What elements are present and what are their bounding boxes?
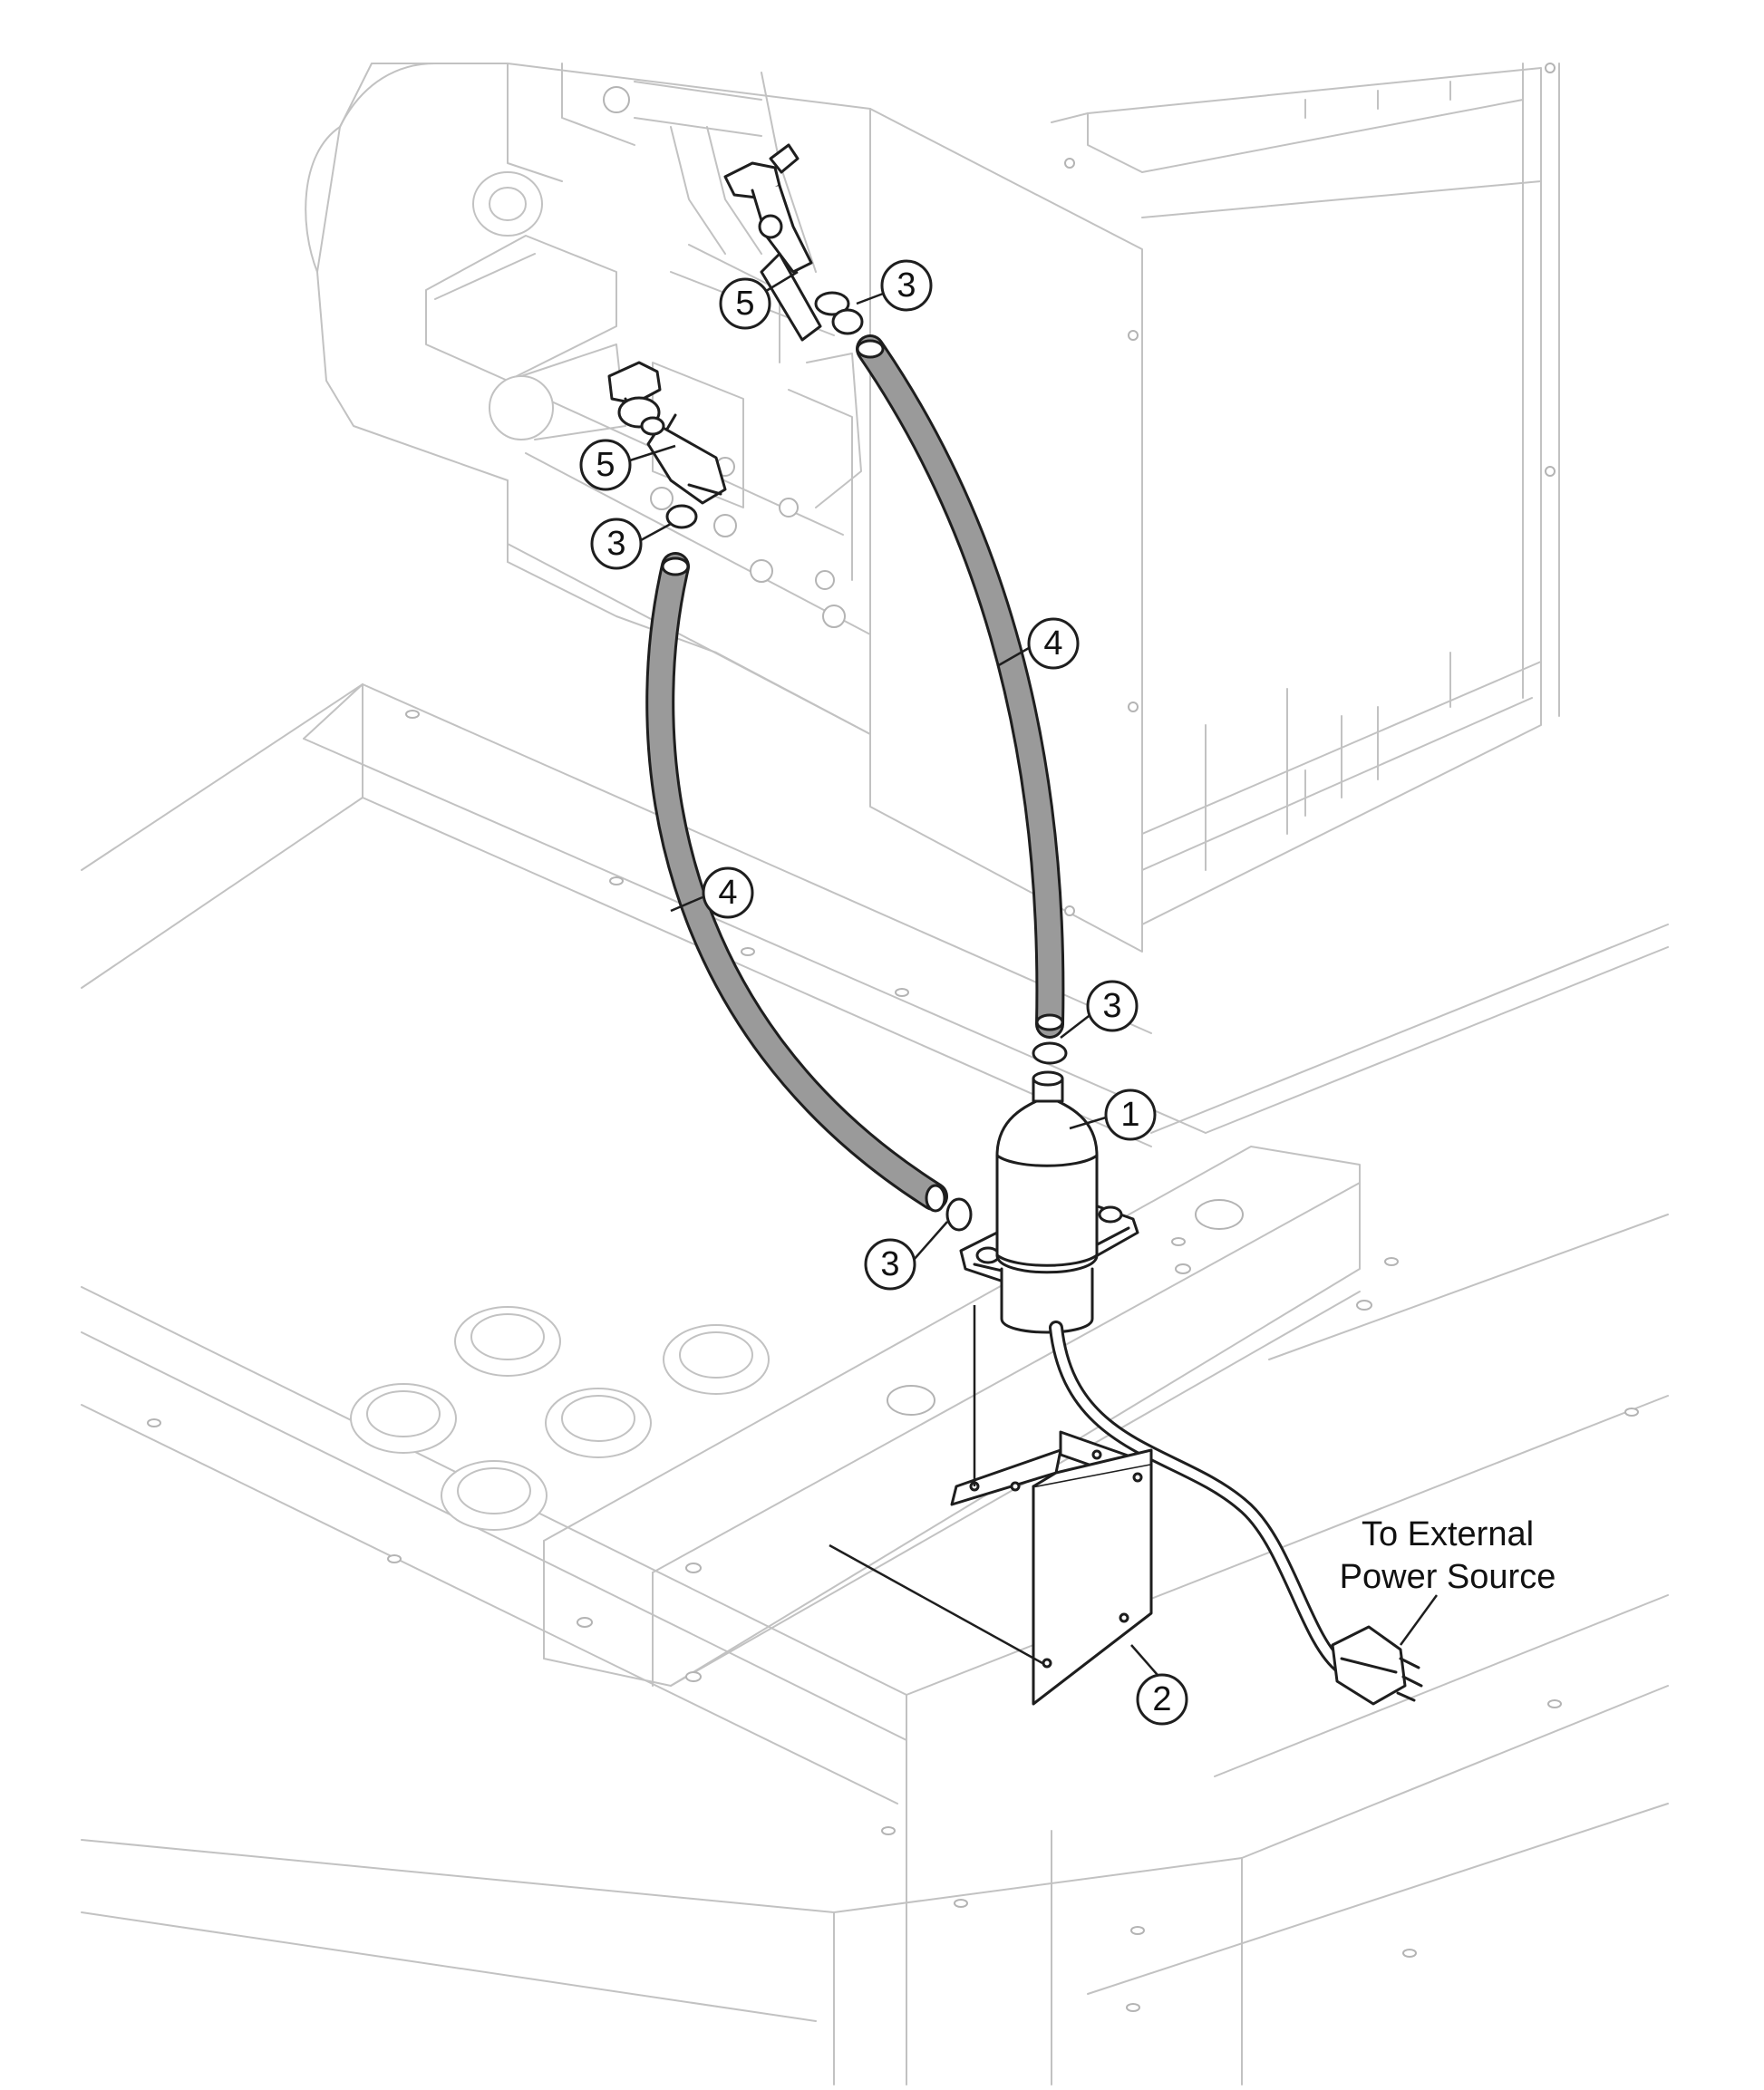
callout-5-lower-label: 5 (596, 446, 615, 484)
callout-2-bracket (1136, 1673, 1188, 1726)
hose-clamp-upper-valve (831, 308, 864, 335)
coolant-hoses (645, 334, 1065, 1213)
radiator-enclosure (869, 63, 1560, 953)
drain-valve-upper (723, 143, 850, 342)
hose-clamps (665, 308, 1068, 1232)
hose-clamp-lower-valve (665, 504, 698, 529)
callout-4-upper-label: 4 (1043, 624, 1062, 663)
callout-1-heater-label: 1 (1120, 1096, 1139, 1134)
coolant-heater (959, 1070, 1349, 1675)
callout-4-lower (702, 866, 754, 919)
callout-3-upper-label: 3 (897, 266, 916, 305)
power-plug (1331, 1625, 1423, 1706)
drain-valve-lower (607, 361, 727, 505)
callout-4-lower-label: 4 (718, 874, 737, 912)
callout-1-heater (1104, 1089, 1157, 1141)
callout-2-bracket-label: 2 (1152, 1680, 1171, 1718)
callout-5-lower (579, 439, 632, 491)
base-frame (81, 683, 1669, 2085)
callout-3-heater-top-label: 3 (1102, 987, 1121, 1025)
power-source-label-line1: To External (1362, 1515, 1534, 1553)
callout-3-lower-label: 3 (606, 525, 625, 563)
callouts: 5 3 5 3 4 4 3 1 3 2 (579, 259, 1556, 1726)
callout-3-lower (590, 518, 643, 570)
callout-3-heater-side-label: 3 (880, 1245, 899, 1283)
callout-3-upper (880, 259, 933, 312)
callout-5-upper (719, 277, 771, 330)
hose-clamp-heater-top (1032, 1041, 1068, 1065)
callout-3-heater-top (1086, 980, 1139, 1032)
floor-grommets (350, 1306, 770, 1531)
hose-clamp-heater-side (945, 1197, 973, 1232)
callout-3-heater-side (864, 1238, 916, 1291)
engine-block (305, 63, 871, 735)
callout-4-upper (1027, 617, 1080, 670)
power-source-label-line2: Power Source (1340, 1558, 1556, 1596)
callout-5-upper-label: 5 (735, 285, 754, 323)
mounting-bracket (829, 1305, 1153, 1706)
